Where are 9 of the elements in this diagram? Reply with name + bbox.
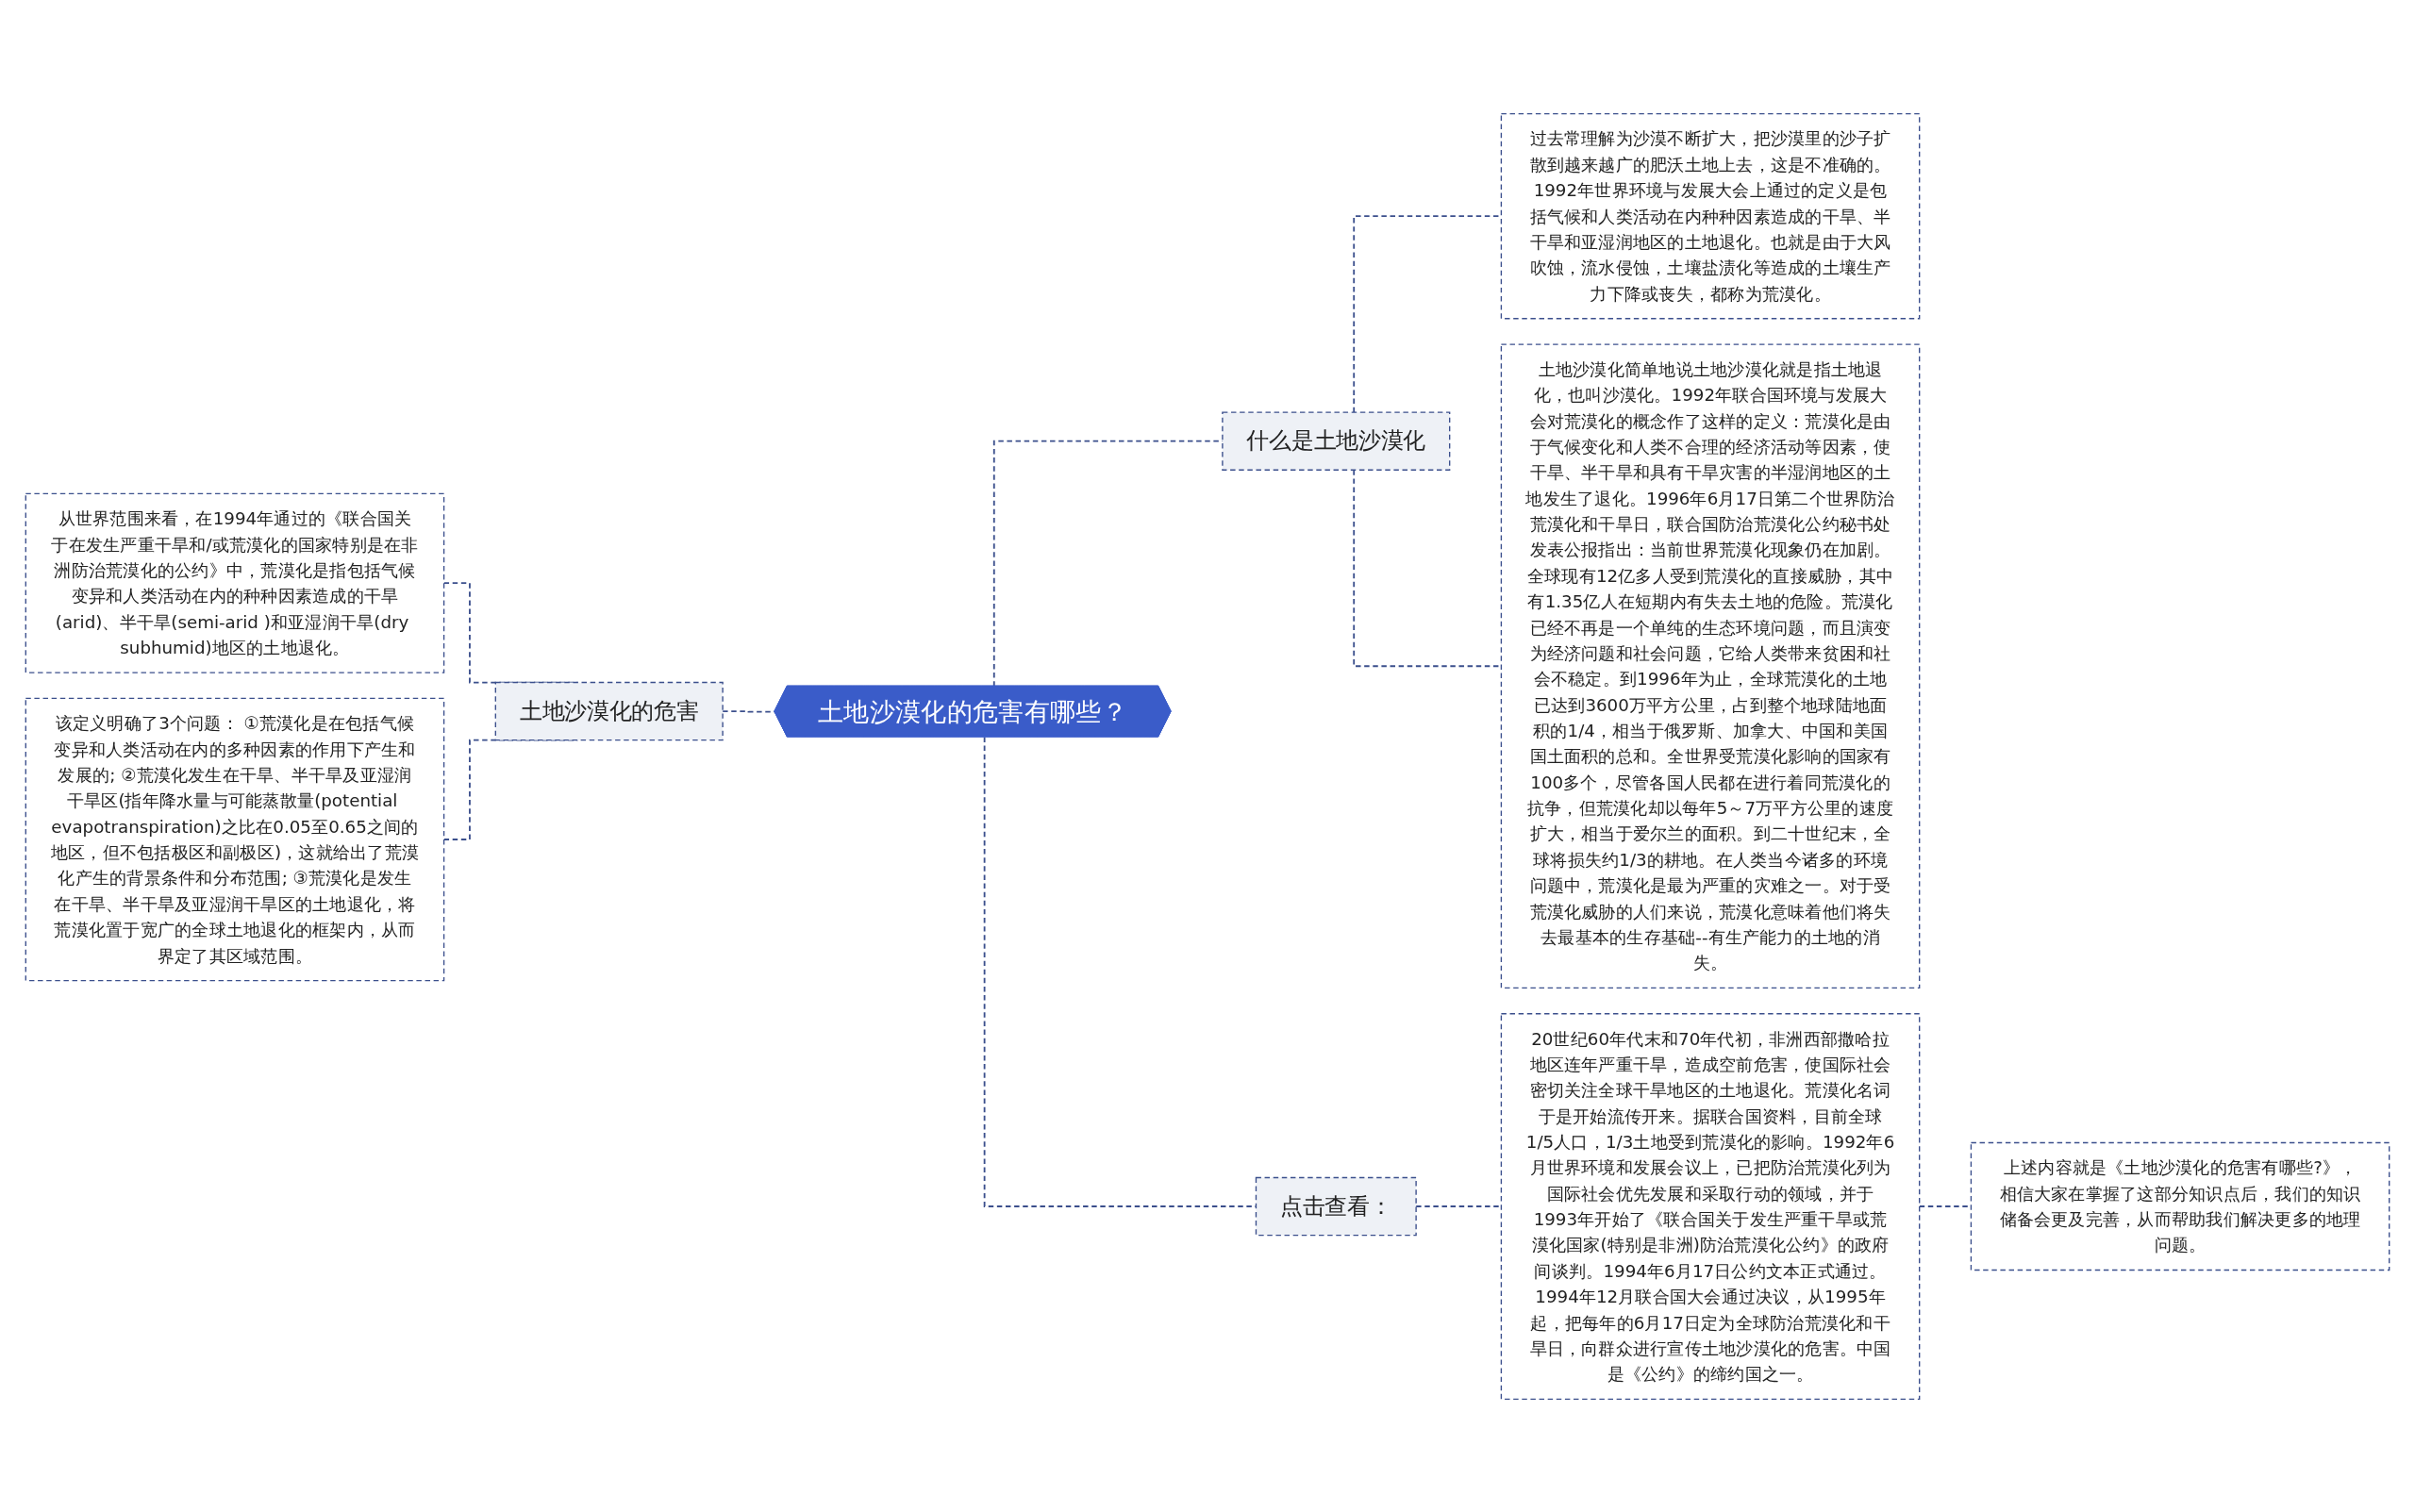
node-box: 该定义明确了3个问题： ①荒漠化是在包括气候变异和人类活动在内的多种因素的作用下产生和发展的; ②荒漠化发生在干旱、半干旱及亚湿润干旱区(指年降水量与可能蒸散量(potential evapotranspiration)之比在0.05至0.65之间的地区，但不包括极区和副极区)，这就给出了荒漠化产生的背景条件和分布范围; ③荒漠化是发生在干旱、半干旱及亚湿润干旱区的土地退化，将荒漠化置于宽广的全球土地退化的框架内，从而界定了其区域范围。 <box>25 697 445 981</box>
node-box: 20世纪60年代末和70年代初，非洲西部撒哈拉地区连年严重干旱，造成空前危害，使国际社会密切关注全球干旱地区的土地退化。荒漠化名词于是开始流传开来。据联合国资料，目前全球1/5人口，1/3土地受到荒漠化的影响。1992年6月世界环境和发展会议上，已把防治荒漠化列为国际社会优先发展和采取行动的领域，并于1993年开始了《联合国关于发生严重干旱或荒漠化国家(特别是非洲)防治荒漠化公约》的政府间谈判。1994年6月17日公约文本正式通过。1994年12月联合国大会通过决议，从1995年起，把每年的6月17日定为全球防治荒漠化和干旱日，向群众进行宣传土地沙漠化的危害。中国是《公约》的缔约国之一。 <box>1500 1012 1921 1400</box>
node-box: 点击查看： <box>1255 1176 1417 1236</box>
node-box: 上述内容就是《土地沙漠化的危害有哪些?》，相信大家在掌握了这部分知识点后，我们的知识储备会更及完善，从而帮助我们解决更多的地理问题。 <box>1970 1141 2390 1271</box>
node-box: 土地沙漠化的危害 <box>494 681 724 740</box>
node-box: 从世界范围来看，在1994年通过的《联合国关于在发生严重干旱和/或荒漠化的国家特别是在非洲防治荒漠化的公约》中，荒漠化是指包括气候变异和人类活动在内的种种因素造成的干旱(arid)、半干旱(semi-arid )和亚湿润干旱(dry subhumid)地区的土地退化。 <box>25 492 445 673</box>
node-box: 过去常理解为沙漠不断扩大，把沙漠里的沙子扩散到越来越广的肥沃土地上去，这是不准确的。1992年世界环境与发展大会上通过的定义是包括气候和人类活动在内种种因素造成的干旱、半干旱和亚湿润地区的土地退化。也就是由于大风吹蚀，流水侵蚀，土壤盐渍化等造成的土壤生产力下降或丧失，都称为荒漠化。 <box>1500 112 1921 319</box>
node-box: 什么是土地沙漠化 <box>1222 410 1451 471</box>
node-box: 土地沙漠化简单地说土地沙漠化就是指土地退化，也叫沙漠化。1992年联合国环境与发展大会对荒漠化的概念作了这样的定义：荒漠化是由于气候变化和人类不合理的经济活动等因素，使干旱、半干旱和具有干旱灾害的半湿润地区的土地发生了退化。1996年6月17日第二个世界防治荒漠化和干旱日，联合国防治荒漠化公约秘书处发表公报指出：当前世界荒漠化现象仍在加剧。全球现有12亿多人受到荒漠化的直接威胁，其中有1.35亿人在短期内有失去土地的危险。荒漠化已经不再是一个单纯的生态环境问题，而且演变为经济问题和社会问题，它给人类带来贫困和社会不稳定。到1996年为止，全球荒漠化的土地已达到3600万平方公里，占到整个地球陆地面积的1/4，相当于俄罗斯、加拿大、中国和美国国土面积的总和。全世界受荒漠化影响的国家有100多个，尽管各国人民都在进行着同荒漠化的抗争，但荒漠化却以每年5～7万平方公里的速度扩大，相当于爱尔兰的面积。到二十世纪末，全球将损失约1/3的耕地。在人类当今诸多的环境问题中，荒漠化是最为严重的灾难之一。对于受荒漠化威胁的人们来说，荒漠化意味着他们将失去最基本的生存基础--有生产能力的土地的消失。 <box>1500 342 1921 989</box>
